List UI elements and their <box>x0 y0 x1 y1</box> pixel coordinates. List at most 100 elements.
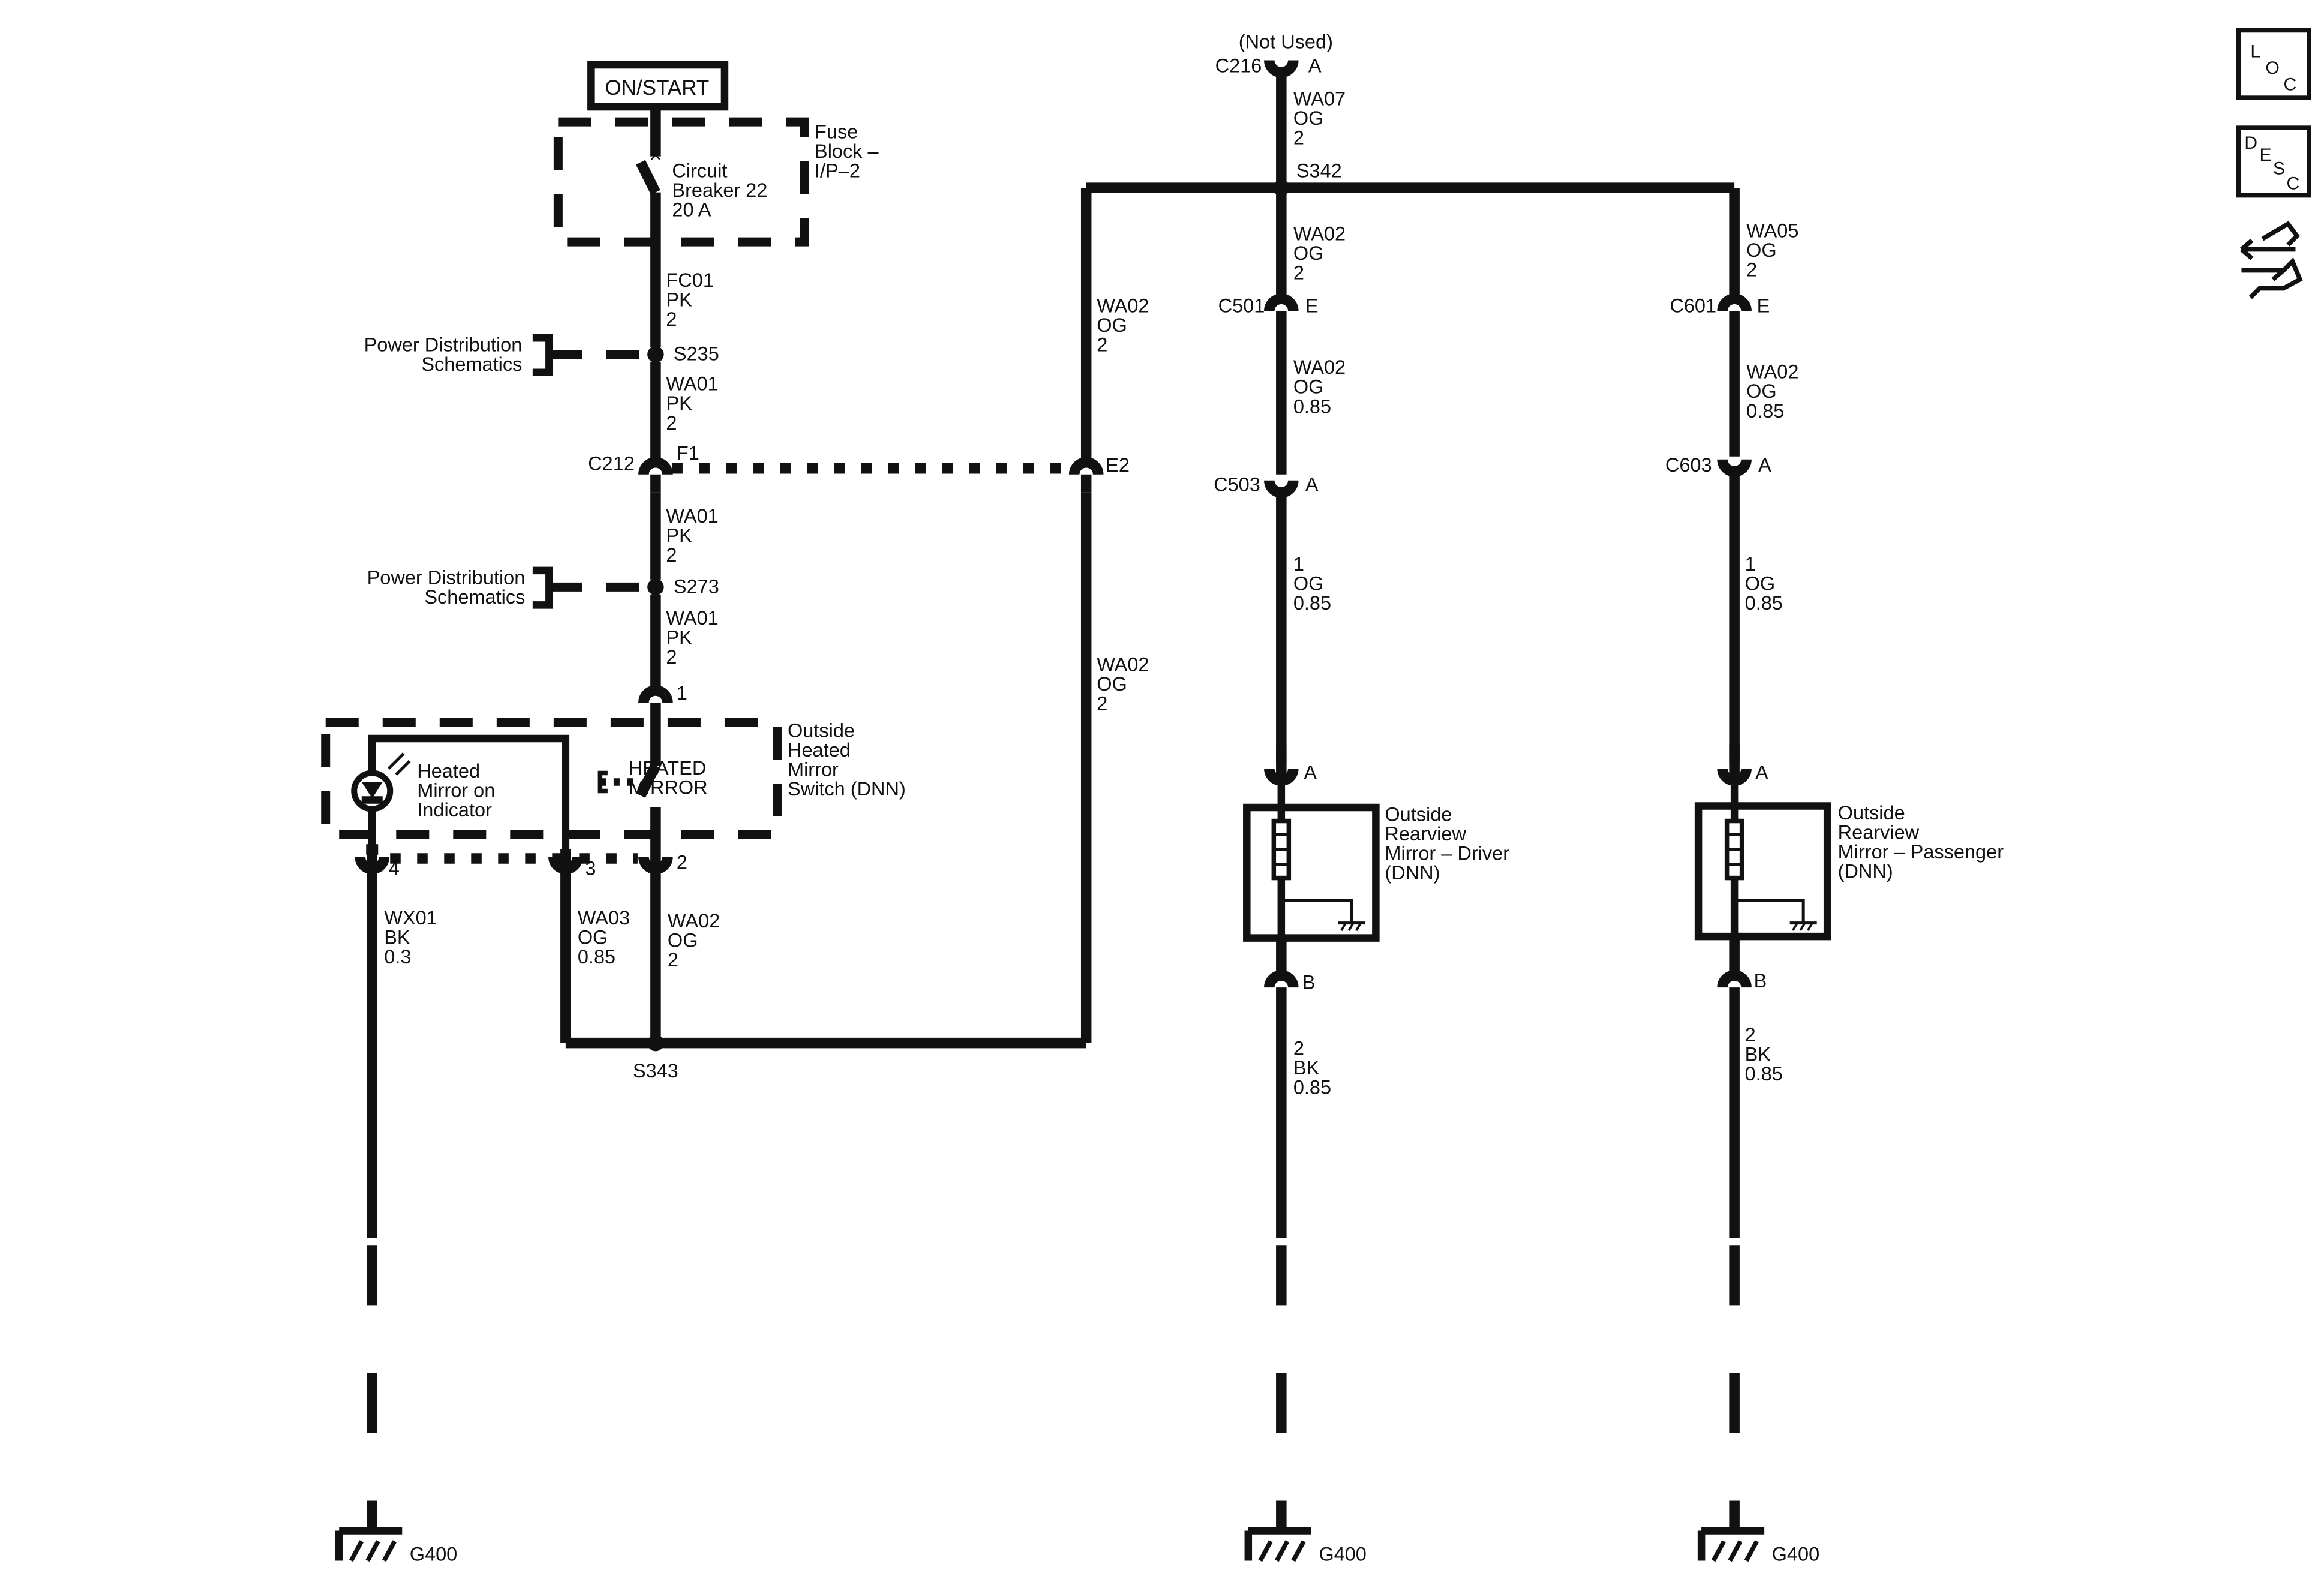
s343-label: S343 <box>633 1060 678 1082</box>
c212-f1-female <box>638 457 673 475</box>
on-start-label: ON/START <box>605 76 710 100</box>
case-ground-pass-hatch3 <box>1807 922 1813 932</box>
wx01-size: 0.3 <box>384 946 411 968</box>
switch-button-1: HEATED <box>629 757 706 779</box>
wa02-trunk-lower-size: 2 <box>1097 692 1107 714</box>
svg-text:D: D <box>2244 133 2257 153</box>
driver-mirror-label-1: Outside <box>1385 804 1452 825</box>
wa05-id: WA05 <box>1746 220 1798 242</box>
wa02-switch-color: OG <box>668 930 698 951</box>
wa02-driver-top-color: OG <box>1293 242 1324 264</box>
wa05-color: OG <box>1746 239 1777 261</box>
wa01-b-color: PK <box>666 524 692 546</box>
splice-s343 <box>647 1034 664 1052</box>
og1-pass-size: 0.85 <box>1745 592 1783 614</box>
wa03-color: OG <box>578 927 608 948</box>
c601-label: C601 <box>1670 295 1716 317</box>
case-ground-hatch3 <box>1355 922 1362 932</box>
wa03-size: 0.85 <box>578 946 615 968</box>
c501-label: C501 <box>1218 295 1265 317</box>
c503-label: C503 <box>1214 473 1260 495</box>
wa02-driver-mid-color: OG <box>1293 376 1324 398</box>
heated-mirror-switch-contact <box>636 763 660 798</box>
pass-mirror-label-3: Mirror – Passenger <box>1838 841 2004 863</box>
pass-mirror-label-4: (DNN) <box>1838 861 1893 882</box>
c503-pin-label: A <box>1305 473 1319 495</box>
driver-pin-b-label: B <box>1302 972 1316 993</box>
driver-mirror-label-4: (DNN) <box>1385 862 1440 884</box>
c601-pin-label: E <box>1757 295 1770 317</box>
case-ground-pass-hatch2 <box>1799 922 1806 932</box>
light-ray-icon-1 <box>387 752 405 770</box>
fuse-block-label-1: Fuse <box>815 121 858 143</box>
indicator-label-3: Indicator <box>417 799 492 821</box>
wa01-b-id: WA01 <box>666 505 718 527</box>
switch-pin2-label: 2 <box>677 852 687 873</box>
driver-mirror-node <box>1277 896 1286 905</box>
splice-s273 <box>647 578 664 596</box>
c216-note: (Not Used) <box>1239 31 1333 53</box>
case-ground-hatch2 <box>1347 922 1355 932</box>
power-ref1-line2: Schematics <box>421 353 522 375</box>
bk2-driver-id: 2 <box>1293 1038 1304 1059</box>
breaker-x: × <box>650 144 662 167</box>
wa02-driver-mid-size: 0.85 <box>1293 395 1331 417</box>
case-ground-pass-hatch1 <box>1792 922 1798 932</box>
loc-icon[interactable]: L O C <box>2236 28 2311 100</box>
og1-driver-color: OG <box>1293 572 1324 594</box>
breaker-label-3: 20 A <box>672 199 711 221</box>
wa02-trunk-lower-id: WA02 <box>1097 653 1149 675</box>
ground-g400-3: G400 <box>1772 1543 1820 1565</box>
wa02-pass-mid-id: WA02 <box>1746 361 1798 383</box>
wa01-c-color: PK <box>666 626 692 648</box>
svg-text:S: S <box>2273 159 2285 179</box>
wa05-size: 2 <box>1746 259 1757 281</box>
driver-pin-a-label: A <box>1304 761 1317 783</box>
ground-g400-1: G400 <box>410 1543 458 1565</box>
c212-e2-label: E2 <box>1106 454 1130 476</box>
bk2-pass-color: BK <box>1745 1044 1771 1065</box>
desc-icon[interactable]: D E S C <box>2236 125 2311 198</box>
s342-label: S342 <box>1296 160 1342 182</box>
navigation-hand-icon[interactable] <box>2240 221 2303 299</box>
wa02-driver-top-id: WA02 <box>1293 223 1346 245</box>
wa03-id: WA03 <box>578 907 630 929</box>
ground-g400-2: G400 <box>1319 1543 1367 1565</box>
power-ref2-line1: Power Distribution <box>367 566 526 588</box>
c603-pin-label: A <box>1758 454 1771 476</box>
wa02-pass-mid-color: OG <box>1746 380 1777 402</box>
wa01-b-size: 2 <box>666 544 677 566</box>
bk2-driver-color: BK <box>1293 1057 1320 1079</box>
c603-label: C603 <box>1665 454 1712 476</box>
c501-pin-label: E <box>1305 295 1319 317</box>
wa01-a-size: 2 <box>666 412 677 434</box>
s273-label: S273 <box>674 575 719 597</box>
driver-mirror-box <box>1243 803 1380 942</box>
circuit-breaker-contact <box>636 160 660 195</box>
switch-label-3: Mirror <box>788 758 839 780</box>
wa02-trunk-upper-size: 2 <box>1097 334 1107 356</box>
driver-mirror-case-ground <box>1281 899 1353 923</box>
power-ref1-line1: Power Distribution <box>364 334 523 356</box>
wa02-trunk-upper-color: OG <box>1097 314 1127 336</box>
pass-pin-b-female <box>1717 970 1752 988</box>
case-ground-hatch1 <box>1340 922 1347 932</box>
svg-text:E: E <box>2259 145 2271 165</box>
pass-pin-b-label: B <box>1754 970 1767 992</box>
wa07-size: 2 <box>1293 127 1304 149</box>
pass-pin-a-label: A <box>1755 761 1768 783</box>
switch-label-2: Heated <box>788 739 851 761</box>
light-ray-icon-2 <box>395 760 411 776</box>
power-ref2-bracket <box>532 566 553 609</box>
c212-e2-female <box>1068 457 1104 475</box>
driver-pin-b-female <box>1264 970 1299 988</box>
og1-driver-id: 1 <box>1293 553 1304 575</box>
og1-pass-color: OG <box>1745 572 1776 594</box>
wa02-pass-mid-size: 0.85 <box>1746 400 1784 422</box>
wa02-trunk-lower-color: OG <box>1097 673 1127 695</box>
wa01-c-size: 2 <box>666 646 677 668</box>
bk2-driver-size: 0.85 <box>1293 1077 1331 1098</box>
power-ref1-bracket <box>532 334 553 376</box>
switch-actuator-icon <box>597 770 608 794</box>
